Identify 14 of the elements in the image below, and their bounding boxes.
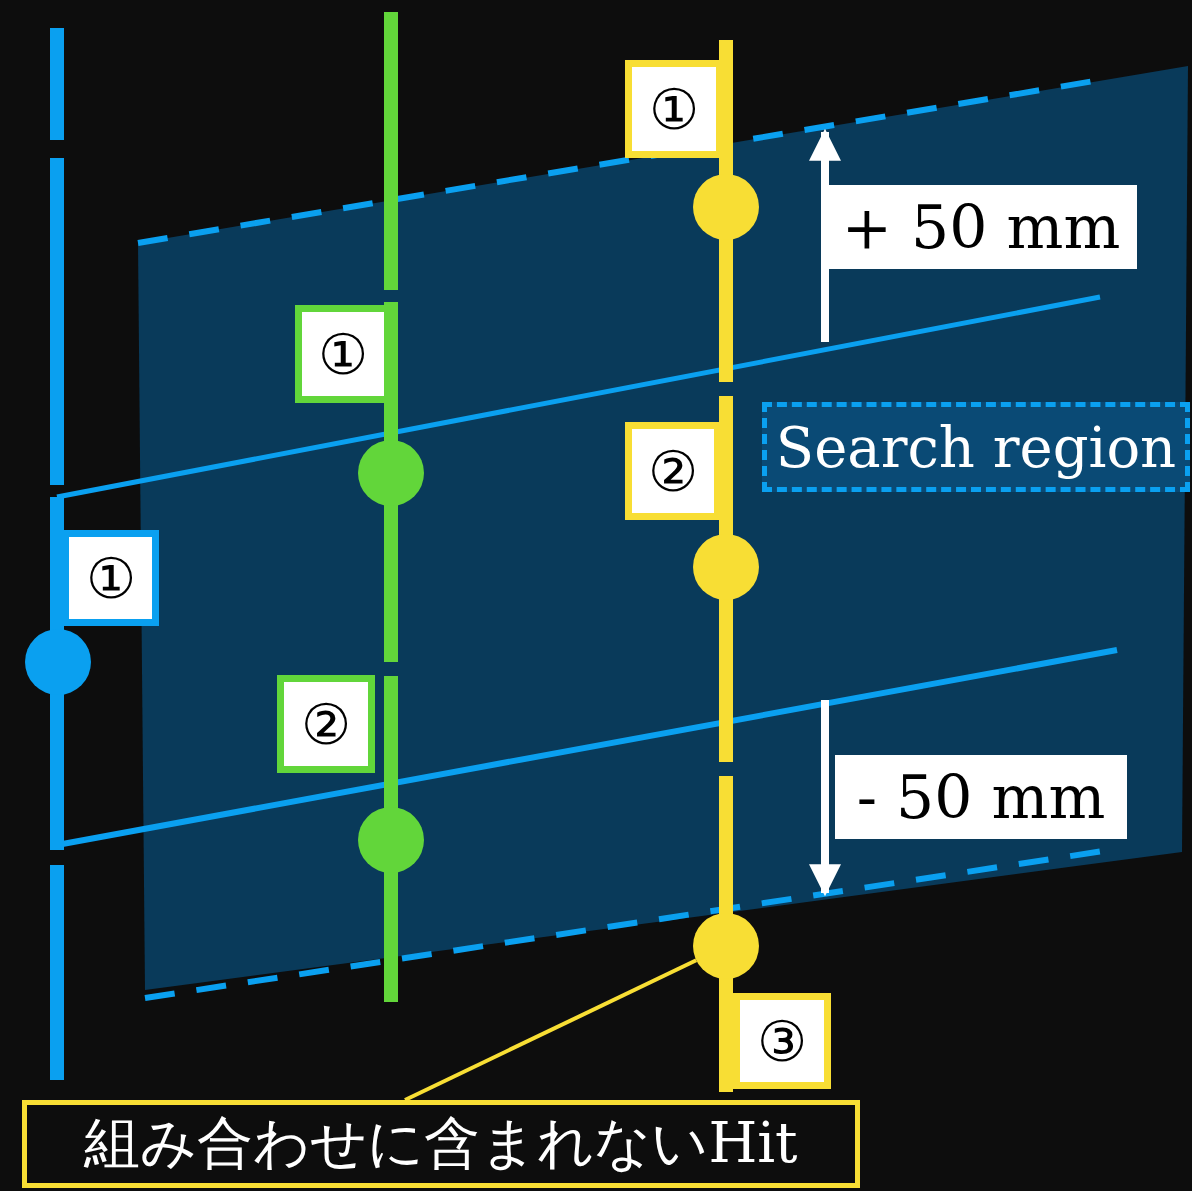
hit-dot [693,174,759,240]
dimension-label: - 50 mm [835,755,1127,839]
hit-dot [693,913,759,979]
hit-dot [358,440,424,506]
hit-dot [25,629,91,695]
hit-dot [358,807,424,873]
callout-number: ① [62,530,159,626]
annotation-label: 組み合わせに含まれないHit [22,1100,860,1188]
hit-dot [693,534,759,600]
callout-number: ② [277,675,375,773]
callout-number: ③ [733,993,831,1089]
callout-number: ② [625,422,721,520]
leader-line [404,958,698,1102]
region-label: Search region [762,402,1190,492]
